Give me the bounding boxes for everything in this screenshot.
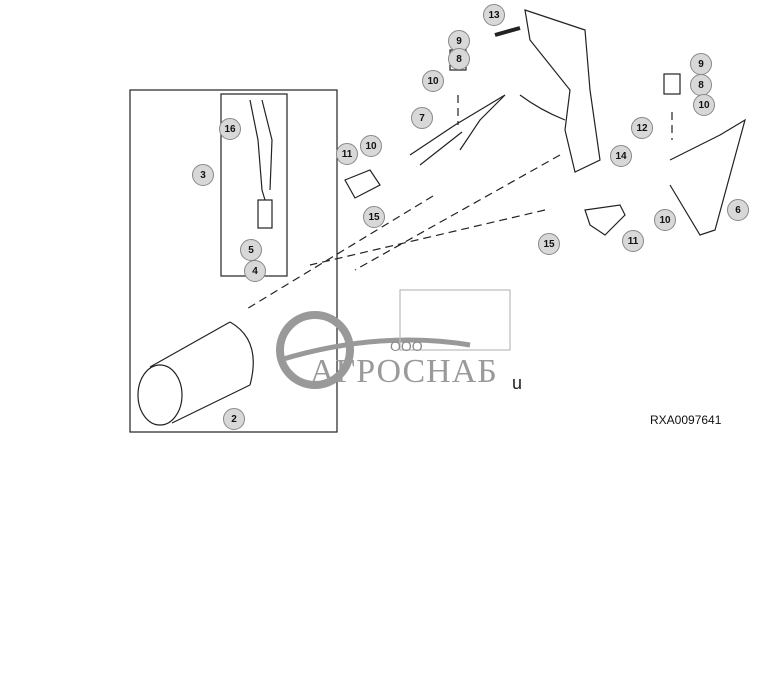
bracket-arm: [519, 94, 566, 121]
callout-13: 13: [483, 4, 505, 26]
inset-frame: [129, 89, 338, 433]
callout-7: 7: [411, 107, 433, 129]
callout-15: 15: [363, 206, 385, 228]
callout-11: 11: [336, 143, 358, 165]
fitting-8-right: [663, 73, 681, 95]
stray-text: u: [512, 373, 523, 393]
callout-15: 15: [538, 233, 560, 255]
callout-2: 2: [223, 408, 245, 430]
watermark-text: АГРОСНАБ: [310, 353, 498, 390]
callout-10: 10: [360, 135, 382, 157]
figure-code: RXA0097641: [650, 413, 722, 427]
callout-14: 14: [610, 145, 632, 167]
tube-6: [669, 118, 746, 236]
assembly-lines: [244, 95, 673, 311]
watermark-combine: [399, 289, 511, 351]
callout-8: 8: [690, 74, 712, 96]
watermark-swoosh: [279, 337, 471, 363]
bracket: [524, 9, 601, 173]
callout-11: 11: [622, 230, 644, 252]
sensor-wire: [249, 99, 273, 201]
callout-8: 8: [448, 48, 470, 70]
callout-16: 16: [219, 118, 241, 140]
watermark-gear: [276, 311, 354, 389]
callout-5: 5: [240, 239, 262, 261]
callout-3: 3: [192, 164, 214, 186]
callout-4: 4: [244, 260, 266, 282]
elbow-fitting-left: [344, 169, 381, 199]
callout-10: 10: [693, 94, 715, 116]
tube-7: [409, 94, 506, 166]
elbow-fitting-right: [584, 204, 626, 236]
callout-10: 10: [654, 209, 676, 231]
filter-cylinder: [137, 321, 254, 426]
watermark-prefix: ООО: [390, 338, 423, 354]
callout-10: 10: [422, 70, 444, 92]
callout-9: 9: [690, 53, 712, 75]
callout-12: 12: [631, 117, 653, 139]
sensor-body: [257, 199, 273, 229]
callout-6: 6: [727, 199, 749, 221]
bolt-13: [494, 26, 521, 37]
